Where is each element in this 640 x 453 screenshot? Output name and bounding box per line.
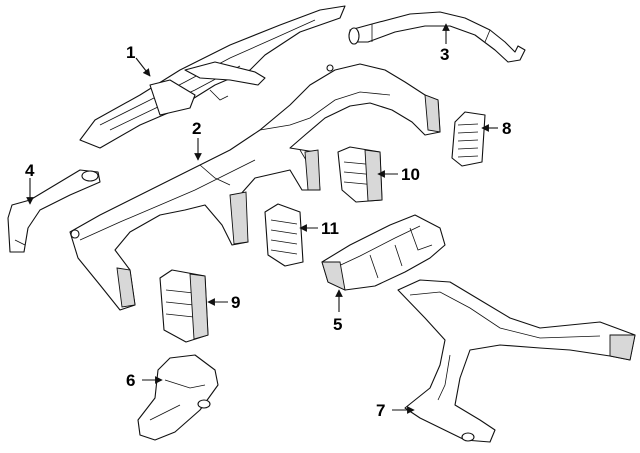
part-3-side-duct [348,11,526,63]
callout-8: 8 [502,119,511,138]
leader-lines [26,23,498,414]
callout-5: 5 [333,315,342,334]
callout-11: 11 [321,219,339,238]
callout-2: 2 [192,119,201,138]
part-8-vent [451,111,486,167]
callout-6: 6 [126,371,135,390]
part-10-vent [337,146,383,203]
part-11-vent [264,203,304,267]
part-9-vent [159,269,209,343]
callout-9: 9 [231,293,240,312]
callout-7: 7 [376,401,385,420]
part-6-rear-duct [137,354,219,441]
callout-3: 3 [440,45,449,64]
part-5-center-duct [321,214,446,291]
callout-4: 4 [25,161,35,180]
leader-1 [135,57,151,77]
part-1-defroster-duct [79,5,346,149]
part-7-floor-duct [397,279,636,443]
part-2-main-duct [69,63,441,311]
callout-10: 10 [401,165,420,184]
callout-1: 1 [126,43,135,62]
callout-labels: 1 2 3 4 5 6 7 8 9 10 11 [25,43,511,420]
